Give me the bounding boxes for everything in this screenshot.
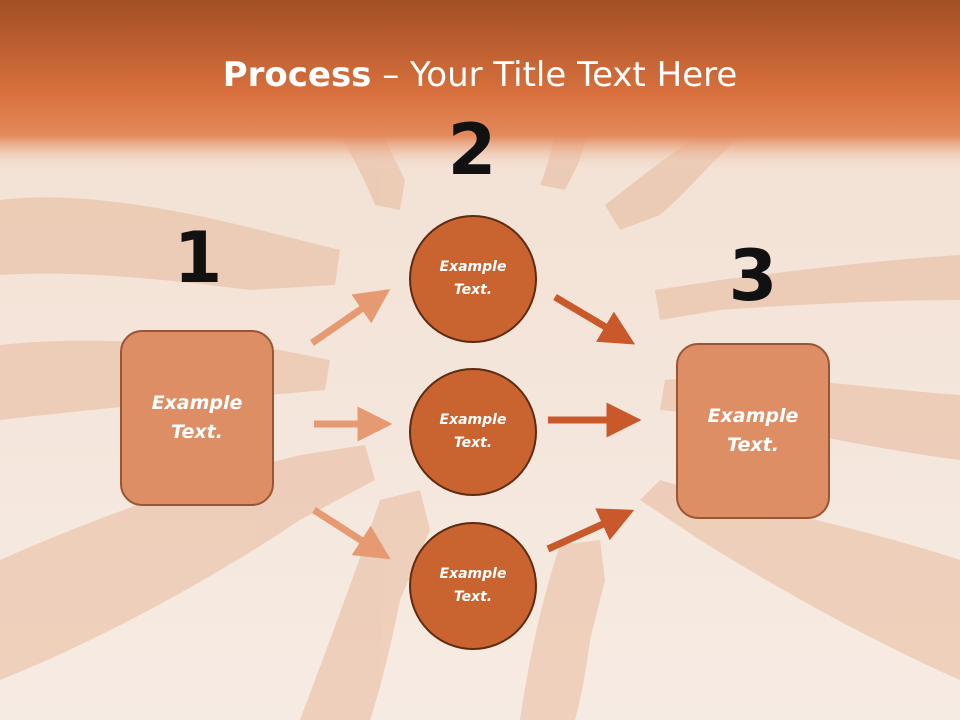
right-box: Example Text. <box>676 343 830 519</box>
circle-top: Example Text. <box>409 215 537 343</box>
title-bold: Process <box>222 55 372 95</box>
slide-title: Process – Your Title Text Here <box>0 52 960 98</box>
arrow-1-to-bottom <box>312 507 391 560</box>
step-number-3: 3 <box>728 235 778 317</box>
circle-middle: Example Text. <box>409 368 537 496</box>
arrow-bottom-to-3 <box>546 508 635 553</box>
title-rest: – Your Title Text Here <box>371 55 738 95</box>
arrow-1-to-top <box>310 289 391 346</box>
step-number-2: 2 <box>447 109 497 191</box>
step-number-1: 1 <box>173 217 223 299</box>
arrow-top-to-3 <box>553 293 636 345</box>
circle-bottom: Example Text. <box>409 522 537 650</box>
left-box: Example Text. <box>120 330 274 506</box>
